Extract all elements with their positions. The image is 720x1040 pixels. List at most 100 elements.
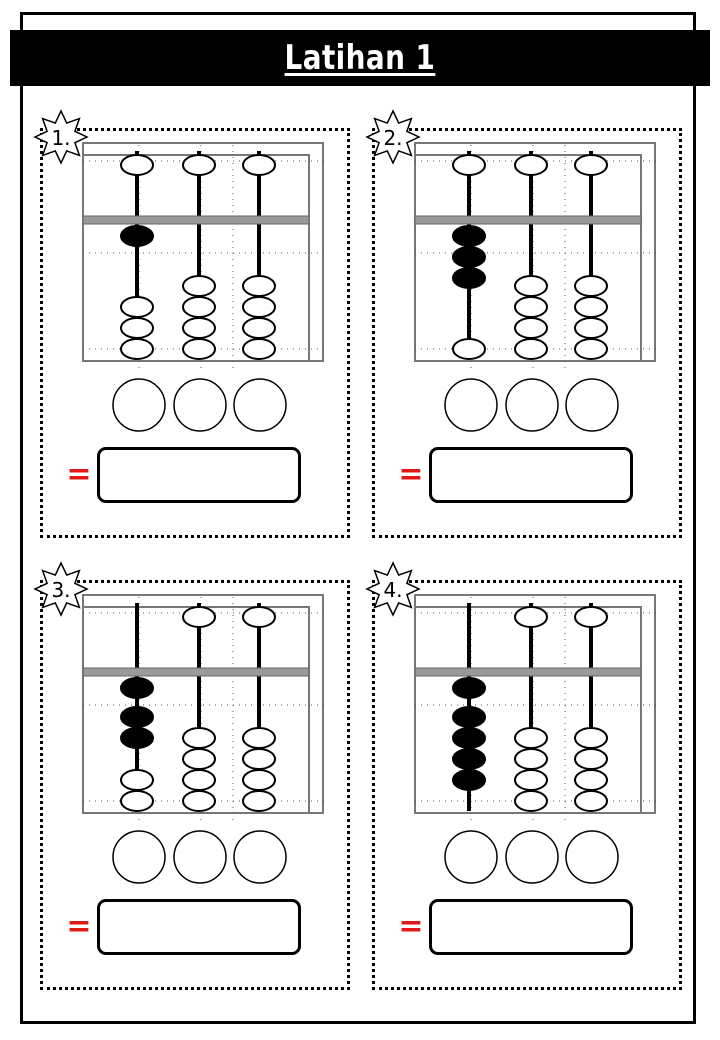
- abacus-beam: [82, 215, 310, 225]
- lower-bead: [514, 338, 548, 360]
- star-icon: [33, 109, 89, 165]
- lower-bead: [514, 769, 548, 791]
- abacus-figure: 2.: [365, 109, 657, 432]
- abacus-beam: [82, 667, 310, 677]
- digit-circle: [233, 830, 287, 884]
- upper-bead: [120, 154, 154, 176]
- upper-bead: [514, 606, 548, 628]
- digit-circle: [444, 378, 498, 432]
- digit-circle: [505, 378, 559, 432]
- lower-bead: [242, 317, 276, 339]
- abacus-beam: [414, 667, 642, 677]
- lower-bead: [574, 317, 608, 339]
- exercise-card-4: 4. =: [365, 561, 682, 990]
- title-banner: Latihan 1: [10, 30, 710, 86]
- upper-bead: [514, 154, 548, 176]
- digit-circle: [173, 378, 227, 432]
- lower-bead: [574, 790, 608, 812]
- active-lower-bead: [452, 706, 486, 728]
- lower-bead: [242, 790, 276, 812]
- lower-bead: [182, 727, 216, 749]
- equals-sign: =: [66, 457, 92, 492]
- answer-box[interactable]: [97, 899, 301, 955]
- lower-bead: [182, 317, 216, 339]
- exercise-card-2: 2. =: [365, 109, 682, 538]
- lower-bead: [574, 275, 608, 297]
- abacus-beam: [414, 215, 642, 225]
- lower-bead: [514, 317, 548, 339]
- upper-bead: [574, 154, 608, 176]
- lower-bead: [574, 727, 608, 749]
- page-title: Latihan 1: [284, 38, 436, 78]
- lower-bead: [242, 769, 276, 791]
- lower-bead: [182, 790, 216, 812]
- answer-box[interactable]: [429, 899, 633, 955]
- equals-sign: =: [398, 909, 424, 944]
- lower-bead: [574, 769, 608, 791]
- exercise-card-3: 3. =: [33, 561, 350, 990]
- lower-bead: [452, 338, 486, 360]
- lower-bead: [182, 748, 216, 770]
- active-upper-bead: [452, 677, 486, 699]
- exercise-number: 4.: [383, 578, 402, 602]
- digit-circle: [233, 378, 287, 432]
- upper-bead: [182, 154, 216, 176]
- digit-circle: [112, 830, 166, 884]
- exercise-number: 3.: [51, 578, 70, 602]
- abacus-figure: 4.: [365, 561, 657, 884]
- lower-bead: [120, 790, 154, 812]
- answer-row: =: [393, 899, 633, 955]
- active-upper-bead: [120, 677, 154, 699]
- lower-bead: [574, 748, 608, 770]
- digit-circle: [565, 830, 619, 884]
- exercise-card-1: 1. =: [33, 109, 350, 538]
- equals-sign: =: [398, 457, 424, 492]
- lower-bead: [182, 338, 216, 360]
- upper-bead: [452, 154, 486, 176]
- active-lower-bead: [452, 267, 486, 289]
- lower-bead: [242, 748, 276, 770]
- answer-box[interactable]: [429, 447, 633, 503]
- digit-circle: [112, 378, 166, 432]
- active-lower-bead: [120, 706, 154, 728]
- star-icon: [365, 561, 421, 617]
- worksheet-border: [20, 12, 696, 1024]
- exercise-number-badge: 4.: [365, 561, 421, 617]
- lower-bead: [514, 727, 548, 749]
- lower-bead: [182, 275, 216, 297]
- star-icon: [33, 561, 89, 617]
- lower-bead: [242, 296, 276, 318]
- lower-bead: [242, 338, 276, 360]
- digit-circle: [565, 378, 619, 432]
- exercise-number-badge: 3.: [33, 561, 89, 617]
- active-lower-bead: [452, 748, 486, 770]
- upper-bead: [242, 606, 276, 628]
- lower-bead: [514, 296, 548, 318]
- lower-bead: [120, 296, 154, 318]
- upper-bead: [182, 606, 216, 628]
- lower-bead: [514, 748, 548, 770]
- upper-bead: [242, 154, 276, 176]
- digit-circle: [173, 830, 227, 884]
- answer-row: =: [61, 899, 301, 955]
- answer-row: =: [61, 447, 301, 503]
- lower-bead: [242, 275, 276, 297]
- lower-bead: [514, 790, 548, 812]
- lower-bead: [242, 727, 276, 749]
- active-lower-bead: [120, 727, 154, 749]
- lower-bead: [574, 296, 608, 318]
- exercise-number-badge: 2.: [365, 109, 421, 165]
- abacus-figure: 3.: [33, 561, 325, 884]
- exercise-number: 2.: [383, 126, 402, 150]
- lower-bead: [120, 338, 154, 360]
- star-icon: [365, 109, 421, 165]
- lower-bead: [514, 275, 548, 297]
- lower-bead: [120, 769, 154, 791]
- abacus-figure: 1.: [33, 109, 325, 432]
- active-lower-bead: [452, 769, 486, 791]
- lower-bead: [182, 296, 216, 318]
- upper-bead: [574, 606, 608, 628]
- answer-box[interactable]: [97, 447, 301, 503]
- answer-row: =: [393, 447, 633, 503]
- active-lower-bead: [452, 246, 486, 268]
